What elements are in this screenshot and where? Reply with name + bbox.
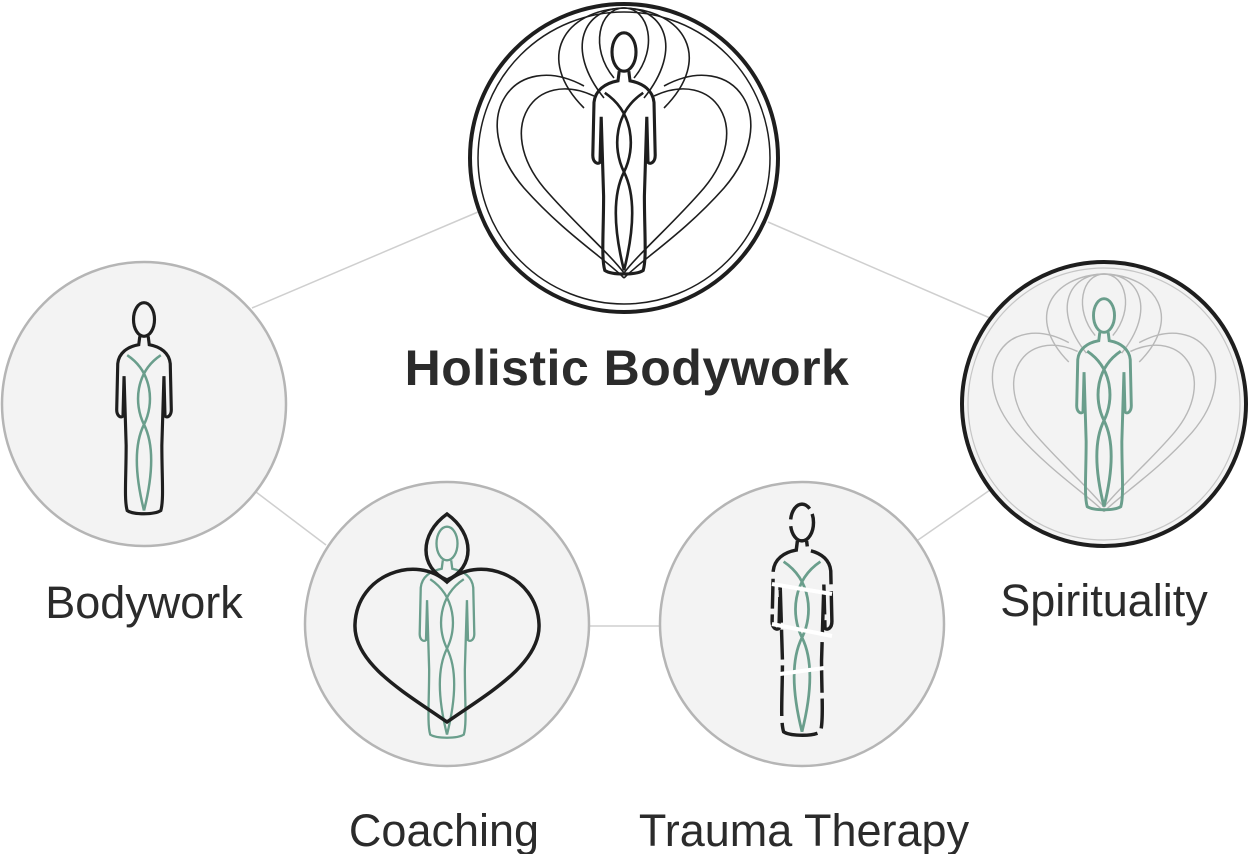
connector-center-bodywork — [251, 211, 479, 309]
connector-bodywork-coaching — [255, 491, 327, 546]
trauma-node — [658, 480, 946, 768]
spirituality-label: Spirituality — [1000, 575, 1208, 626]
bodywork-label: Bodywork — [45, 577, 243, 628]
center-node — [468, 2, 780, 314]
coaching-node — [303, 480, 591, 768]
coaching-label: Coaching — [348, 805, 540, 854]
connectors — [251, 211, 991, 627]
connector-center-spirituality — [767, 221, 991, 319]
center-label: Holistic Bodywork — [404, 340, 850, 396]
trauma-therapy-label: Trauma Therapy — [638, 805, 970, 854]
bodywork-node — [0, 260, 288, 548]
spirituality-node — [960, 260, 1248, 548]
connector-trauma-spirituality — [917, 489, 991, 541]
fractured-figure-icon — [770, 502, 834, 737]
heart-figure-icon — [353, 511, 541, 739]
